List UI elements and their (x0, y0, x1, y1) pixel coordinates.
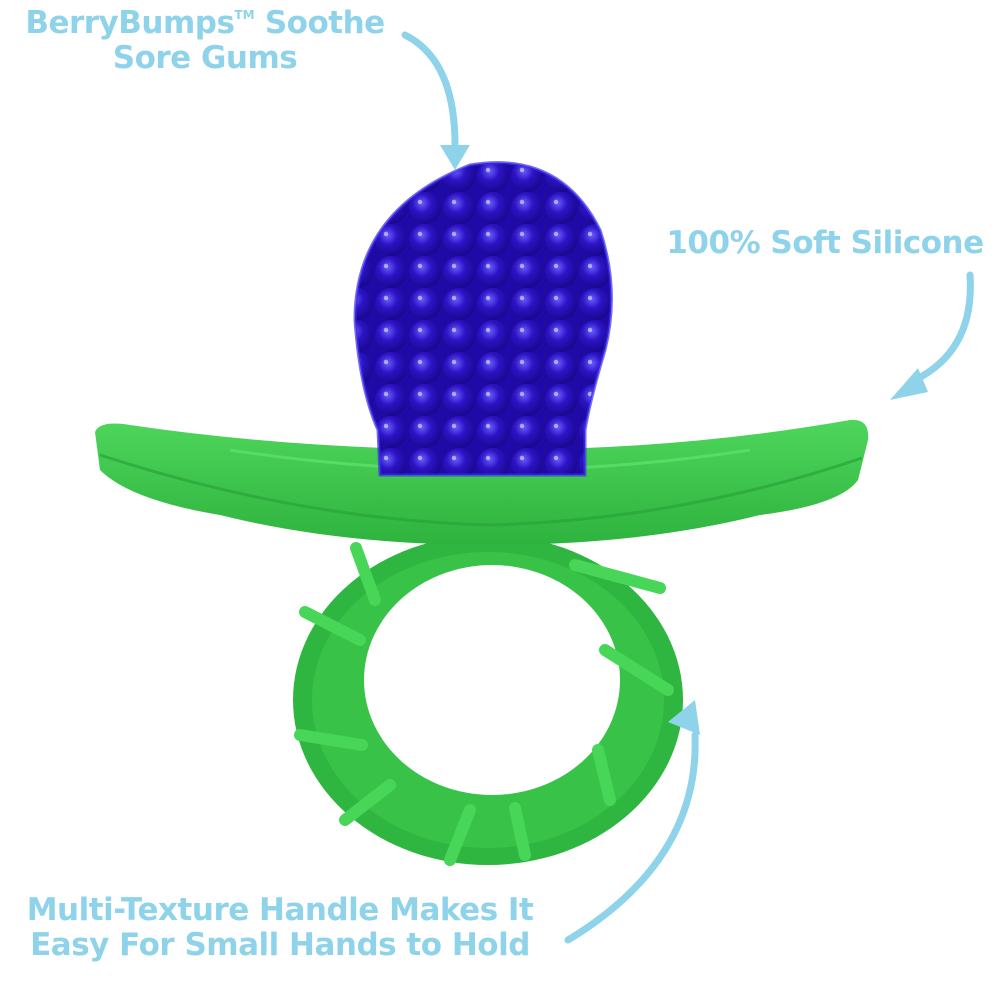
arrow-berry (401, 31, 470, 170)
callout-berry: BerryBumpsTM Soothe Sore Gums (10, 6, 400, 75)
callout-berry-line1b: Soothe (254, 5, 385, 41)
callout-handle-line2: Easy For Small Hands to Hold (30, 926, 530, 963)
berry-nub (353, 161, 613, 477)
callout-berry-line1a: BerryBumps (25, 5, 235, 41)
callout-handle: Multi-Texture Handle Makes It Easy For S… (0, 893, 560, 962)
trademark-symbol: TM (234, 8, 255, 22)
callout-silicone: 100% Soft Silicone (660, 226, 990, 261)
arrow-handle (564, 700, 700, 944)
arrow-silicone (890, 271, 974, 400)
callout-silicone-text: 100% Soft Silicone (666, 225, 984, 261)
callout-berry-line2: Sore Gums (112, 39, 298, 76)
callout-handle-line1: Multi-Texture Handle Makes It (26, 892, 534, 928)
ring-handle (293, 535, 683, 866)
